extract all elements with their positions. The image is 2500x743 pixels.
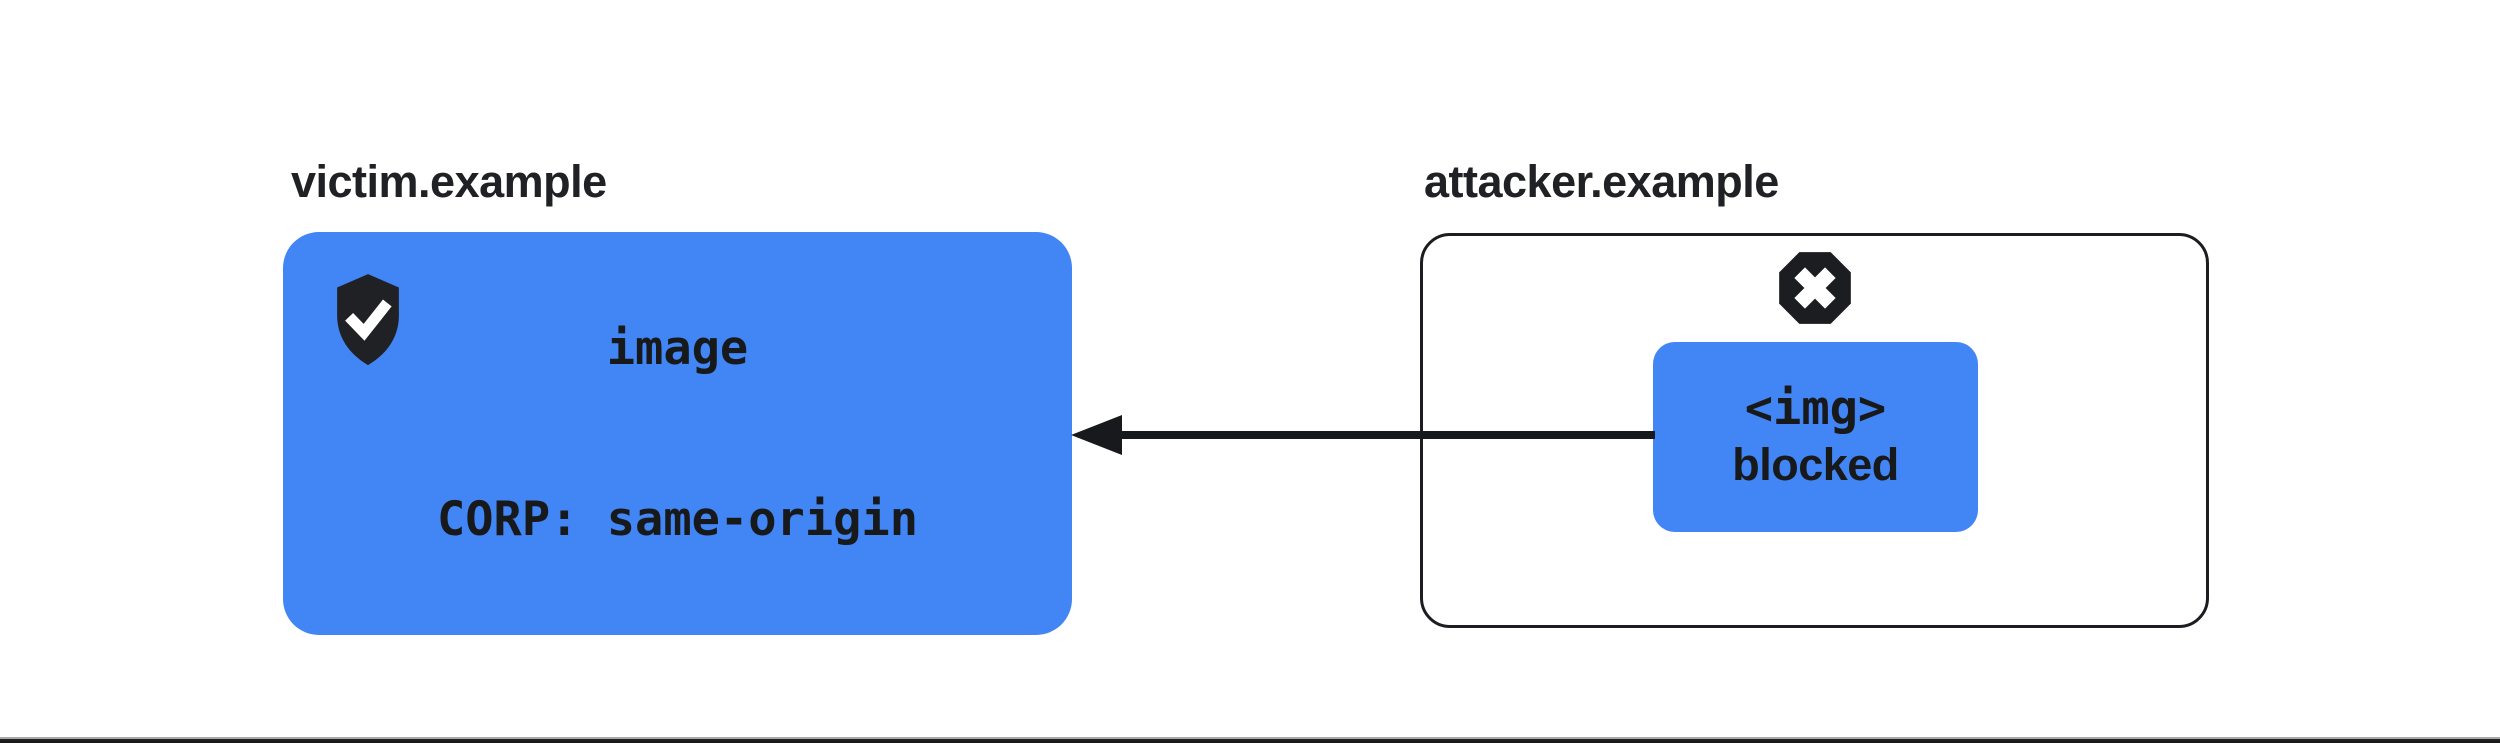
octagon-x-icon: [1778, 252, 1851, 324]
blocked-request-line1: <img>: [1744, 381, 1887, 436]
blocked-request-arrow-shaft: [1118, 431, 1655, 439]
attacker-origin-box: <img> blocked: [1420, 233, 2209, 628]
shield-check-icon: [337, 274, 399, 366]
blocked-request-arrowhead: [1071, 415, 1122, 455]
victim-origin-label: victim.example: [291, 156, 607, 207]
blocked-request-line2: blocked: [1732, 439, 1899, 490]
attacker-origin-label: attacker.example: [1424, 156, 1779, 207]
victim-resource-text: image CORP: same-origin: [437, 206, 918, 662]
bottom-divider: [0, 737, 2500, 743]
blocked-img-box: <img> blocked: [1653, 342, 1978, 532]
victim-resource-line2: CORP: same-origin: [436, 491, 919, 547]
victim-origin-box: image CORP: same-origin: [283, 232, 1072, 635]
victim-resource-line1: image: [606, 320, 749, 376]
